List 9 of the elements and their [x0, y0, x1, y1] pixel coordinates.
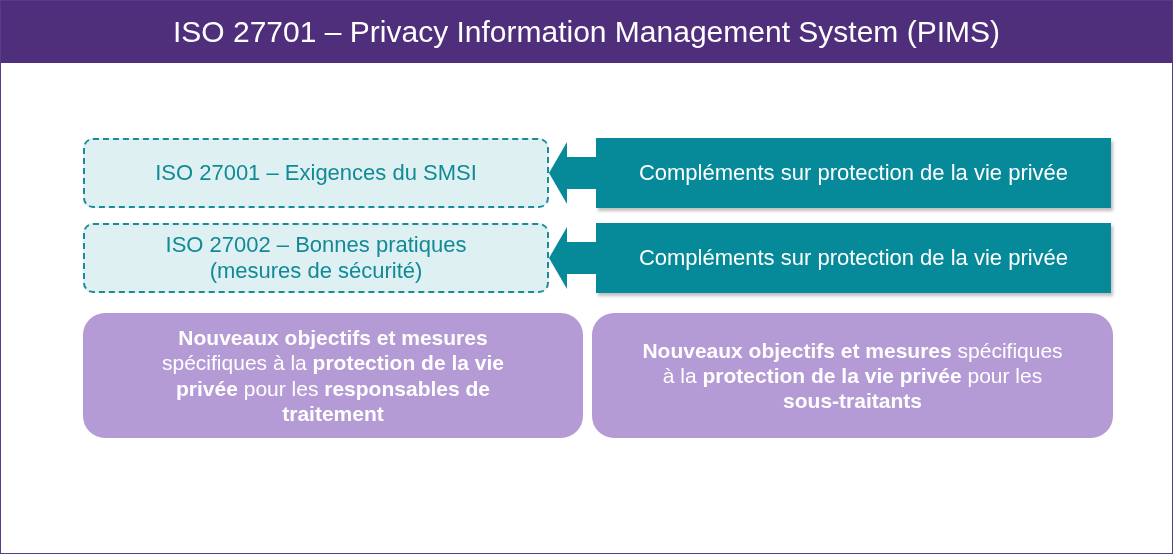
standard-box: ISO 27002 – Bonnes pratiques (mesures de sécurité)	[83, 223, 549, 293]
standard-box: ISO 27001 – Exigences du SMSI	[83, 138, 549, 208]
complement-box: Compléments sur protection de la vie privée	[596, 223, 1111, 293]
arrow	[549, 227, 596, 289]
objectives-box: Nouveaux objectifs et mesures spécifiques à la protection de la vie privée pour les responsables de traitement	[83, 313, 583, 438]
complement-box: Compléments sur protection de la vie privée	[596, 138, 1111, 208]
objectives-box: Nouveaux objectifs et mesures spécifiques à la protection de la vie privée pour les sous-traitants	[592, 313, 1113, 438]
diagram-title: ISO 27701 – Privacy Information Management System (PIMS)	[173, 15, 1000, 49]
arrow	[549, 142, 596, 204]
